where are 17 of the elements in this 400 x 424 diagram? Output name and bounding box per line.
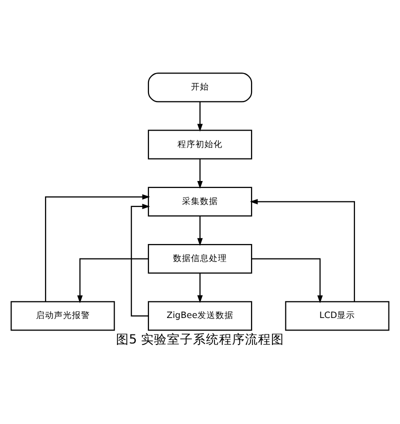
node-box: 启动声光报警	[10, 301, 115, 331]
node-box: 程序初始化	[148, 130, 252, 160]
node-box: 采集数据	[148, 186, 252, 217]
arrow	[197, 216, 203, 246]
arrow	[197, 102, 203, 132]
arrow	[77, 258, 148, 304]
arrow	[252, 258, 323, 304]
node-box: LCD显示	[285, 301, 390, 331]
arrow	[45, 194, 150, 302]
arrow	[250, 198, 355, 302]
caption: 图5 实验室子系统程序流程图	[116, 332, 284, 347]
arrow	[197, 273, 203, 303]
node-box: 数据信息处理	[148, 244, 252, 274]
arrow	[197, 158, 203, 189]
node-box: ZigBee发送数据	[148, 301, 252, 331]
node-box: 开始	[148, 72, 252, 102]
arrow	[130, 204, 150, 316]
